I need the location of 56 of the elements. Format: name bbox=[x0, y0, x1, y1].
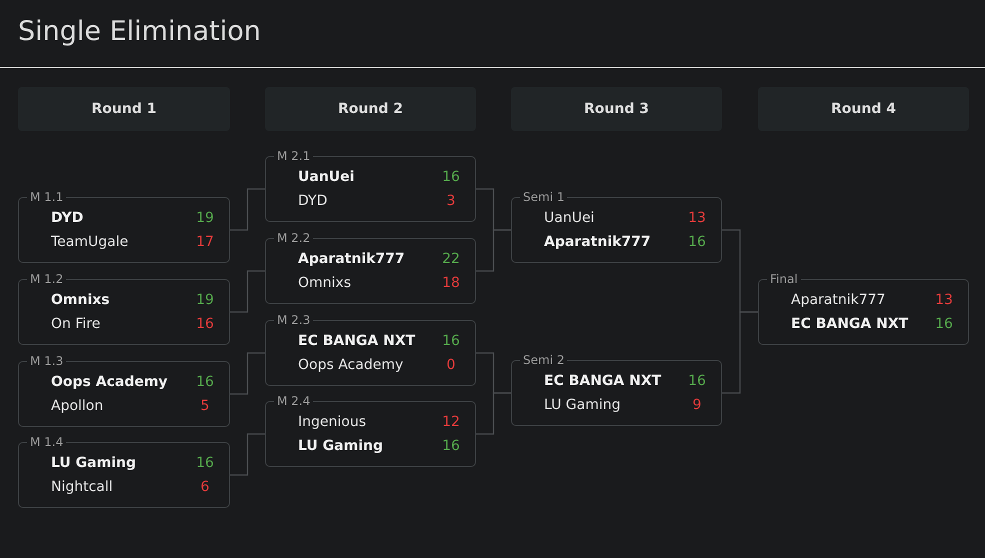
team-name: LU Gaming bbox=[298, 438, 383, 454]
score: 3 bbox=[446, 193, 456, 209]
team-name: DYD bbox=[51, 210, 84, 226]
score: 0 bbox=[446, 357, 456, 373]
score: 17 bbox=[196, 234, 214, 250]
bracket-connector bbox=[230, 352, 265, 395]
score: 16 bbox=[442, 333, 460, 349]
score: 5 bbox=[200, 398, 210, 414]
team-name: LU Gaming bbox=[51, 455, 136, 471]
score: 16 bbox=[196, 374, 214, 390]
score: 6 bbox=[200, 479, 210, 495]
score: 19 bbox=[196, 210, 214, 226]
score: 13 bbox=[935, 292, 953, 308]
team-name: Aparatnik777 bbox=[544, 234, 651, 250]
score: 12 bbox=[442, 414, 460, 430]
team-name: EC BANGA NXT bbox=[791, 316, 908, 332]
bracket-connector bbox=[476, 392, 511, 435]
team-name: UanUei bbox=[298, 169, 354, 185]
round-title: Round 3 bbox=[584, 101, 649, 117]
score: 16 bbox=[935, 316, 953, 332]
bracket-connector bbox=[230, 433, 265, 476]
team-name: On Fire bbox=[51, 316, 100, 332]
round-title: Round 2 bbox=[338, 101, 403, 117]
team-name: Oops Academy bbox=[51, 374, 168, 390]
team-name: Omnixs bbox=[51, 292, 110, 308]
team-name: Apollon bbox=[51, 398, 104, 414]
score: 13 bbox=[688, 210, 706, 226]
score: 16 bbox=[688, 373, 706, 389]
team-name: EC BANGA NXT bbox=[544, 373, 662, 389]
round-title: Round 4 bbox=[831, 101, 896, 117]
score: 16 bbox=[196, 316, 214, 332]
title: Single Elimination bbox=[18, 15, 261, 49]
score: 19 bbox=[196, 292, 214, 308]
team-name: DYD bbox=[298, 193, 328, 209]
bracket-connector bbox=[722, 311, 758, 394]
team-name: Aparatnik777 bbox=[791, 292, 886, 308]
team-name: TeamUgale bbox=[51, 234, 128, 250]
score: 16 bbox=[688, 234, 706, 250]
round-title: Round 1 bbox=[92, 101, 156, 117]
score: 16 bbox=[442, 169, 460, 185]
team-name: Ingenious bbox=[298, 414, 366, 430]
team-name: Omnixs bbox=[298, 275, 351, 291]
score: 9 bbox=[692, 397, 702, 413]
team-name: Oops Academy bbox=[298, 357, 404, 373]
team-name: Nightcall bbox=[51, 479, 113, 495]
bracket-connector bbox=[476, 229, 511, 272]
team-name: Aparatnik777 bbox=[298, 251, 405, 267]
team-name: UanUei bbox=[544, 210, 594, 226]
score: 22 bbox=[442, 251, 460, 267]
score: 16 bbox=[442, 438, 460, 454]
team-name: LU Gaming bbox=[544, 397, 621, 413]
bracket-connector bbox=[230, 270, 265, 313]
bracket-connector bbox=[230, 188, 265, 231]
score: 18 bbox=[442, 275, 460, 291]
team-name: EC BANGA NXT bbox=[298, 333, 416, 349]
score: 16 bbox=[196, 455, 214, 471]
